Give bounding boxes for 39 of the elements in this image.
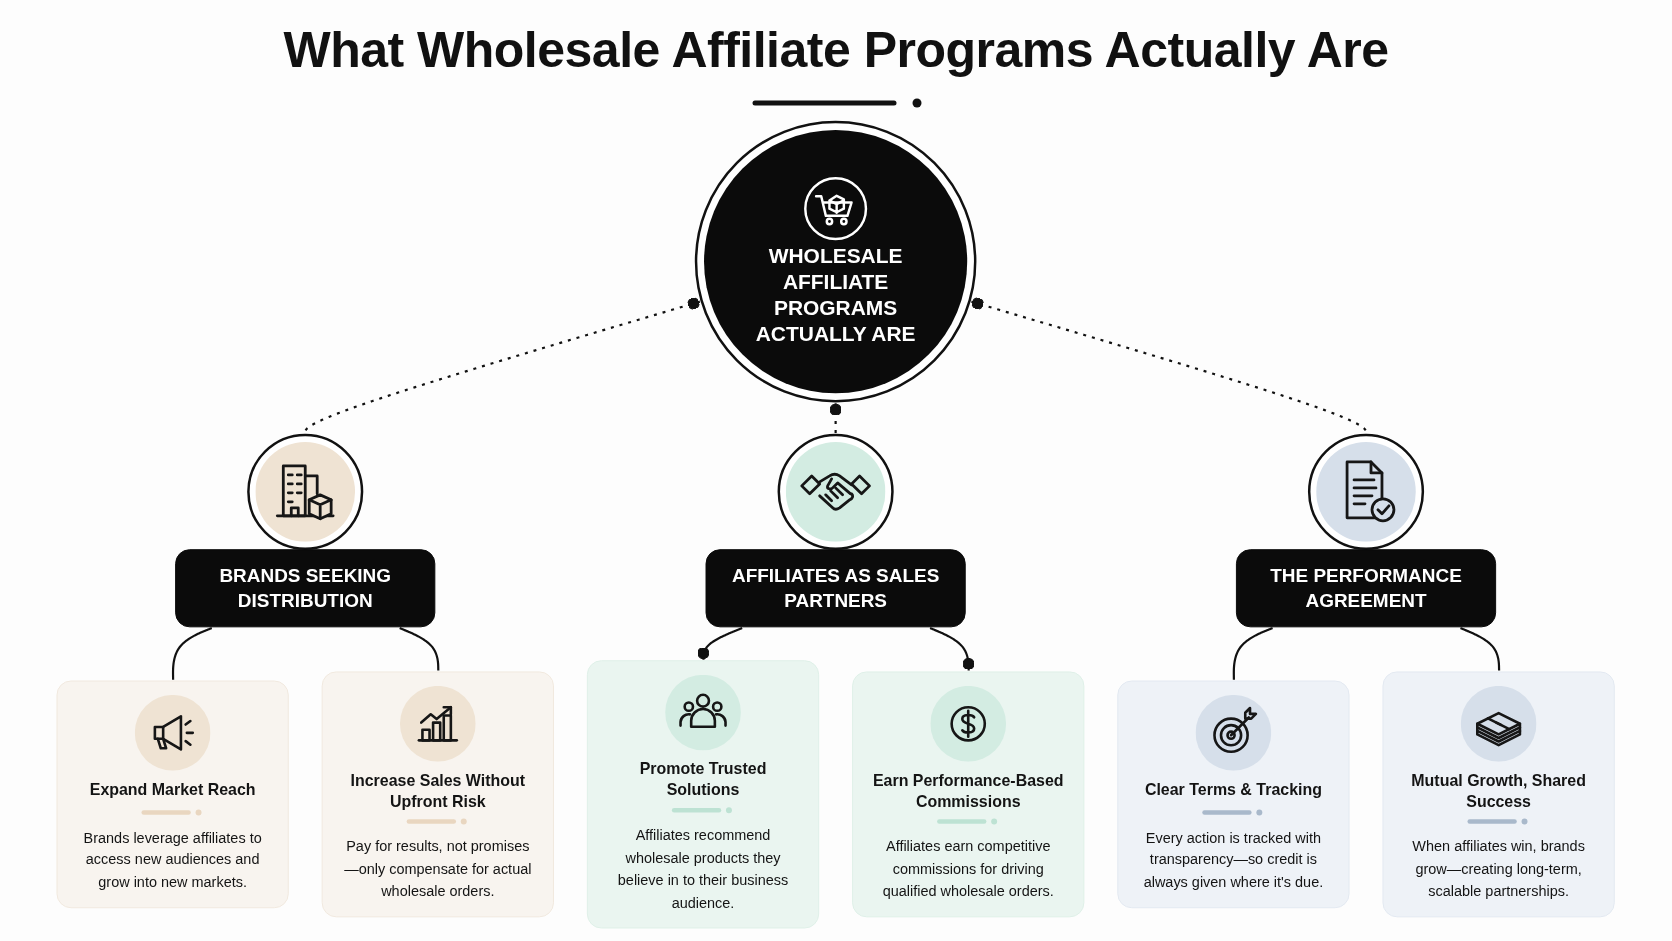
card-text: Pay for results, not promises—only compensate for actual wholesale orders. — [344, 838, 532, 900]
card-text: Every action is tracked with transparency—so credit is always given where it's due. — [1144, 829, 1324, 891]
dotted-connector — [829, 403, 843, 434]
icon-circle — [777, 433, 895, 550]
info-card — [56, 680, 290, 909]
connector-line — [1233, 627, 1274, 680]
section-title: BRANDS SEEKING DISTRIBUTION — [219, 564, 392, 611]
section-label — [1236, 549, 1497, 628]
connector-line — [697, 627, 743, 660]
card-heading: Earn Performance-Based Commissions — [873, 771, 1064, 810]
section-label — [705, 549, 967, 628]
card-heading: Increase Sales Without Upfront Risk — [350, 771, 526, 810]
dotted-connector — [971, 297, 1368, 434]
card-heading: Clear Terms & Tracking — [1145, 780, 1323, 798]
card-text: When affiliates win, brands grow—creating long-term, scalable partnerships. — [1412, 838, 1586, 900]
info-card — [322, 671, 555, 918]
section-title: AFFILIATES AS SALES PARTNERS — [732, 564, 940, 611]
info-card — [1117, 680, 1350, 909]
icon-circle — [1308, 433, 1425, 550]
connector-line — [399, 627, 440, 671]
info-card — [587, 660, 820, 929]
hub-circle — [695, 120, 977, 403]
card-text: Affiliates earn competitive commissions for driving qualified wholesale orders. — [883, 838, 1055, 900]
card-text: Affiliates recommend wholesale products they believe in to their business audience. — [618, 827, 789, 911]
hub-title: WHOLESALE AFFILIATE PROGRAMS ACTUALLY ARE — [756, 244, 916, 346]
icon-circle — [247, 433, 364, 550]
connector-line — [930, 627, 975, 671]
card-text: Brands leverage affiliates to access new audiences and grow into new markets. — [83, 829, 263, 891]
card-heading: Expand Market Reach — [90, 780, 256, 798]
dotted-connector — [304, 297, 701, 434]
card-heading: Mutual Growth, Shared Success — [1411, 771, 1587, 810]
connector-line — [1460, 627, 1501, 671]
title: What Wholesale Affiliate Programs Actually Are — [283, 21, 1389, 80]
section-label — [175, 549, 436, 628]
info-card — [852, 671, 1085, 918]
connector-line — [172, 627, 213, 680]
info-card — [1382, 671, 1616, 918]
section-title: THE PERFORMANCE AGREEMENT — [1270, 564, 1463, 611]
card-heading: Promote Trusted Solutions — [640, 760, 767, 799]
